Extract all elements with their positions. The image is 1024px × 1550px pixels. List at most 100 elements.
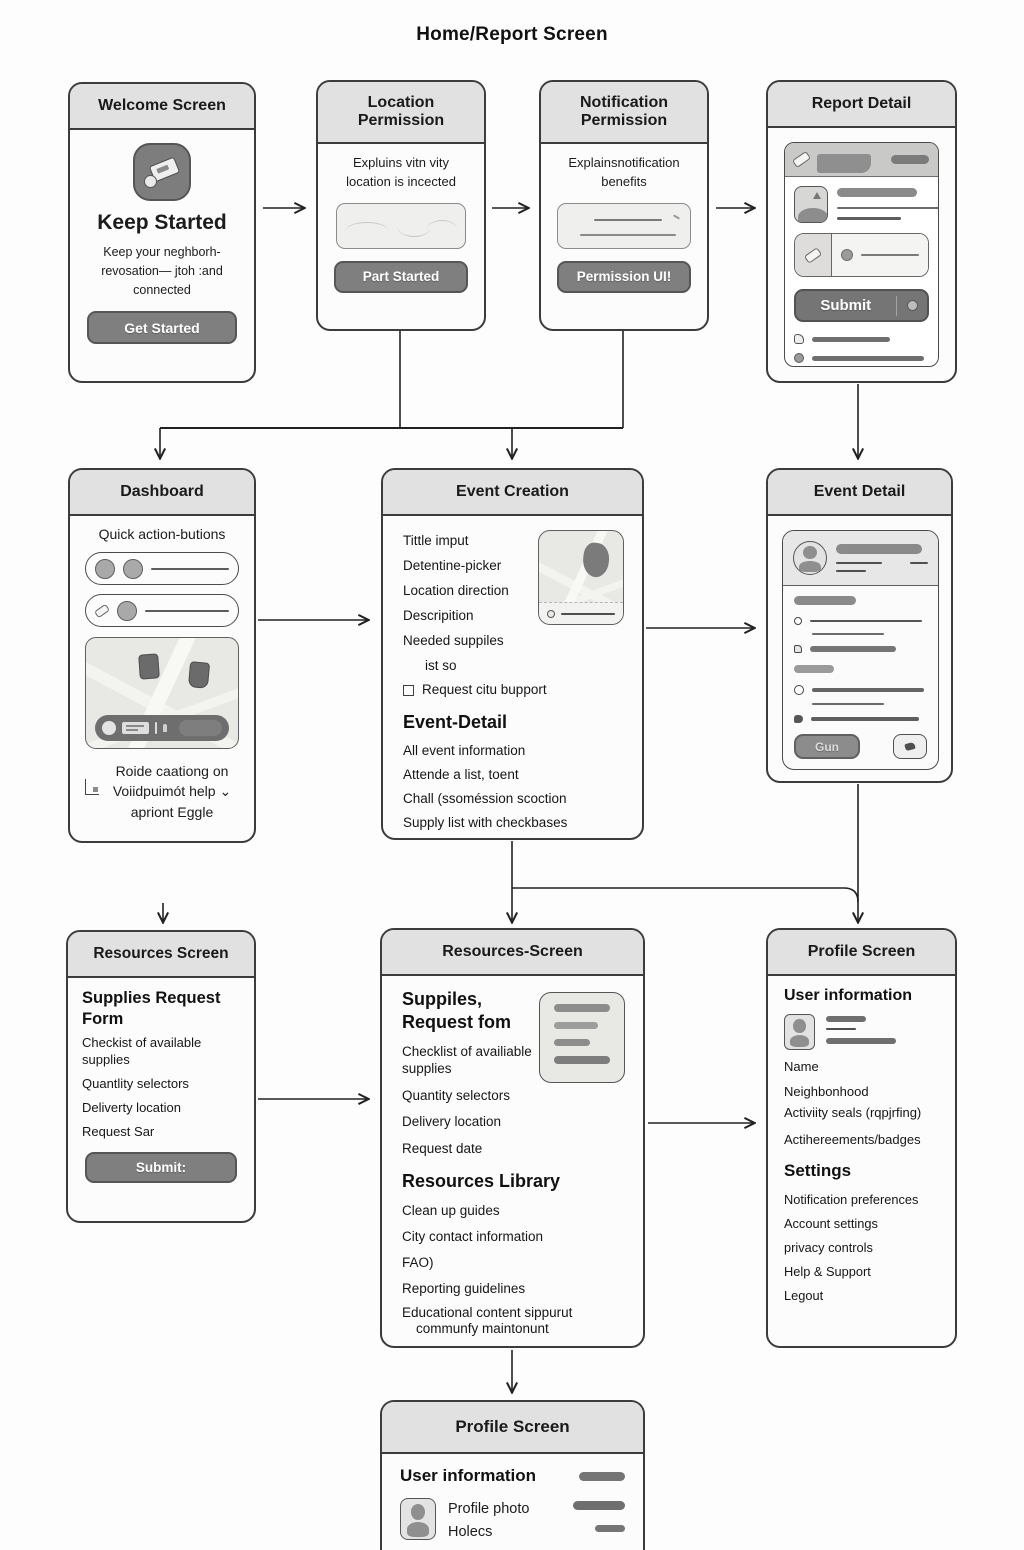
- map-marker-icon: [138, 653, 160, 680]
- submit-button-label: Submit: [820, 297, 872, 314]
- request-support-checkbox[interactable]: [403, 684, 414, 696]
- profile-item: Activiity seals (rqpjrfing): [784, 1104, 922, 1120]
- dashboard-footer-line: apriont Eggle: [130, 803, 214, 820]
- profile-bottom-title: Profile Screen: [382, 1402, 643, 1454]
- avatar: [784, 1014, 815, 1050]
- resources-screen-mid-box: Resources-Screen Suppiles, Request fom C…: [380, 928, 645, 1348]
- profile-right-title: Profile Screen: [768, 930, 955, 976]
- event-secondary-button[interactable]: [893, 734, 927, 759]
- profile-item: Actihereements/badges: [784, 1131, 921, 1147]
- dashboard-box: Dashboard Quick action-butions: [68, 468, 256, 843]
- submit-divider: [895, 295, 897, 316]
- location-permission-text: Expluins vitn vity location is incected: [318, 154, 484, 192]
- event-detail-box: Event Detail: [766, 468, 953, 783]
- profile-right-list: Name Neighbonhood Activiity seals (rqpjr…: [784, 1059, 939, 1148]
- tag-icon: [904, 741, 916, 752]
- info-pill: [579, 1471, 625, 1481]
- location-permission-text-line: Expluins vitn vity: [352, 155, 450, 170]
- event-detail-item: Supply list with checkbases: [403, 815, 568, 831]
- dashboard-map[interactable]: [85, 637, 239, 749]
- report-meta-row: [794, 353, 929, 363]
- resources-mid-title: Resources-Screen: [382, 930, 643, 976]
- event-creation-item: Descripition: [403, 608, 474, 623]
- resources-left-item: Checkist of available supplies: [82, 1035, 202, 1067]
- checkbox-label: Request citu bupport: [422, 682, 547, 697]
- heading-line: Request fom: [402, 1012, 512, 1033]
- report-meta-row: [794, 334, 929, 344]
- resources-left-item: Quantlity selectors: [82, 1075, 189, 1091]
- notification-permission-button[interactable]: Permission UI!: [557, 260, 691, 293]
- action-icon: [95, 558, 115, 579]
- resources-mid-item: Request date: [402, 1140, 483, 1156]
- edit-icon-cell: [795, 234, 832, 276]
- quick-action-row[interactable]: [85, 594, 239, 627]
- event-action-button[interactable]: Gun: [794, 734, 860, 759]
- event-detail-title: Event Detail: [768, 470, 951, 516]
- dashboard-footer: Roide caationg on Voiidpuimót help ⌄ apr…: [85, 761, 239, 822]
- welcome-paragraph: Keep your neghborh- revosation— jtoh :an…: [70, 243, 254, 299]
- resources-left-item: Request Sar: [82, 1124, 155, 1140]
- app-logo-icon: [133, 143, 191, 201]
- welcome-heading: Keep Started: [97, 211, 227, 234]
- event-detail-list: All event information Attende a list, to…: [403, 739, 622, 835]
- page-title: Home/Report Screen: [416, 24, 608, 45]
- map-preview-card: [336, 202, 466, 249]
- report-detail-title: Report Detail: [768, 82, 955, 128]
- notification-permission-text-line: Explainsnotification: [568, 155, 680, 170]
- event-detail-item: All event information: [403, 743, 526, 759]
- settings-item: Legout: [784, 1288, 824, 1303]
- note-icon: [85, 779, 99, 795]
- event-card-header: [783, 531, 938, 586]
- user-information-heading: User information: [400, 1466, 537, 1485]
- event-creation-item: Detentine-picker: [403, 558, 502, 573]
- meta-icon: [794, 353, 804, 363]
- map-search-bar[interactable]: [95, 715, 229, 741]
- report-row-input[interactable]: [794, 233, 929, 277]
- welcome-paragraph-line: revosation— jtoh :and: [101, 263, 223, 278]
- document-icon: [539, 992, 625, 1083]
- pencil-icon: [803, 246, 823, 264]
- dashboard-title: Dashboard: [70, 470, 254, 516]
- location-permission-button[interactable]: Part Started: [334, 260, 468, 293]
- welcome-screen-title: Welcome Screen: [70, 84, 254, 130]
- submit-button[interactable]: Submit: [794, 289, 929, 322]
- event-map-thumbnail: [538, 530, 624, 625]
- resources-mid-item: Checklist of availiable supplies: [402, 1043, 532, 1077]
- map-bar-blob: [178, 720, 222, 736]
- location-permission-title: Location Permission: [318, 82, 484, 144]
- settings-item: Account settings: [784, 1216, 878, 1231]
- supplies-form-heading: Suppiles, Request fom: [402, 988, 623, 1035]
- action-icon: [117, 600, 137, 621]
- resources-mid-item: Quantity selectors: [402, 1087, 511, 1103]
- event-detail-item: Attende a list, toent: [403, 767, 519, 783]
- get-started-button[interactable]: Get Started: [87, 311, 237, 345]
- settings-item: privacy controls: [784, 1240, 873, 1255]
- pencil-icon: [791, 150, 812, 169]
- profile-screen-right-box: Profile Screen User information Name Nei…: [766, 928, 957, 1348]
- avatar-row: [784, 1014, 939, 1050]
- event-creation-item: Needed suppiles: [403, 633, 504, 648]
- notification-permission-text: Explainsnotification benefits: [541, 154, 707, 192]
- profile-bottom-item: Holecs: [448, 1524, 493, 1541]
- supplies-submit-button[interactable]: Submit:: [85, 1151, 237, 1183]
- avatar: [793, 541, 827, 575]
- event-creation-item: ist so: [425, 658, 457, 673]
- settings-item: Notification preferences: [784, 1192, 919, 1207]
- event-detail-item: Chall (ssoméssion scoction: [403, 791, 567, 807]
- report-form-mockup: Submit: [784, 142, 939, 367]
- settings-list: Notification preferences Account setting…: [784, 1188, 939, 1308]
- profile-screen-bottom-box: Profile Screen User information Profile …: [380, 1400, 645, 1550]
- quick-action-row[interactable]: [85, 552, 239, 585]
- library-item: FAO): [402, 1254, 434, 1270]
- search-icon: [102, 721, 116, 735]
- event-creation-item: Location direction: [403, 583, 509, 598]
- resources-library-list: Clean up guides City contact information…: [402, 1198, 623, 1339]
- app-logo-dot: [144, 175, 157, 188]
- event-card-mockup: Gun: [782, 530, 939, 770]
- welcome-paragraph-line: connected: [133, 282, 191, 297]
- library-item: Reporting guidelines: [402, 1280, 526, 1296]
- banner-pill: [891, 155, 929, 164]
- dashboard-footer-line: Voiidpuimót help ⌄: [112, 783, 232, 800]
- location-permission-text-line: location is incected: [346, 173, 456, 189]
